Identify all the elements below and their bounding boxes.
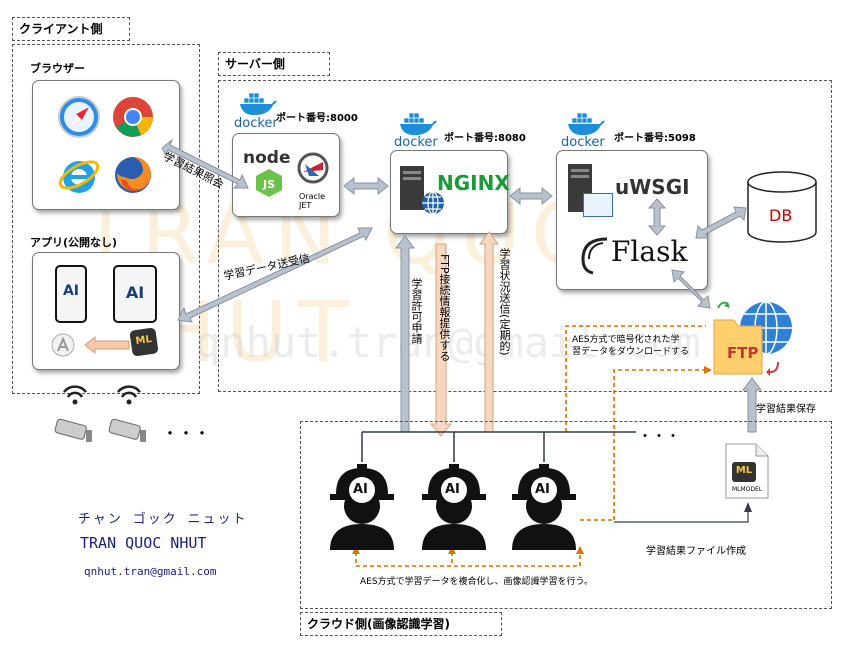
cloud-region (300, 421, 832, 609)
nodejs-hexagon-icon: JS (256, 169, 282, 197)
svg-text:JS: JS (262, 178, 275, 191)
label-permission-request: 学習許可申請 (410, 278, 423, 344)
port-8000-label: ポート番号:8000 (276, 113, 358, 124)
camera-ellipsis: ・・・ (162, 424, 211, 443)
arrow-nginx-uwsgi (509, 186, 553, 206)
tablet-icon: AI (113, 265, 157, 323)
phone-icon: AI (55, 265, 87, 323)
nginx-server-card: NGINX (390, 150, 510, 234)
docker-whale-icon-3 (568, 112, 605, 136)
worker-ai-icon-2 (422, 464, 486, 550)
arrow-flask-db (695, 206, 747, 239)
docker-whale-icon-2 (400, 112, 437, 136)
label-aes-decrypt: AES方式で学習データを複合化し、画像認識学習を行う。 (360, 577, 594, 587)
node-server-card: node JS Oracle JET (232, 133, 340, 217)
mlmodel-badge-text: ML (735, 465, 753, 476)
arrow-flask-ftp (671, 269, 711, 309)
ftp-label: FTP (727, 344, 759, 362)
safari-icon (58, 96, 100, 138)
server-tower-icon (400, 166, 424, 210)
server-label: サーバー側 (218, 52, 330, 76)
vertical-double-arrow (647, 198, 667, 236)
arrow-ftp-info (429, 243, 453, 437)
orange-arrowhead (704, 366, 712, 374)
worker-3-ai-label: AI (535, 482, 550, 497)
browser-label: ブラウザー (30, 62, 85, 75)
ftp-folder-globe-icon (713, 301, 792, 376)
database-label: DB (769, 206, 793, 225)
internet-explorer-icon (58, 160, 100, 193)
docker-whale-icon (240, 92, 277, 116)
oracle-jet-label: Oracle JET (299, 192, 326, 210)
database-icon (747, 171, 817, 243)
arrow-node-nginx (343, 176, 389, 196)
author-email: qnhut.tran@gmail.com (84, 565, 217, 578)
chrome-icon (113, 97, 153, 137)
cloud-ellipsis: ・・・ (638, 429, 680, 445)
server-region (218, 80, 832, 392)
mlmodel-caption: MLMODEL (732, 486, 763, 493)
docker-label-3: docker (561, 135, 605, 150)
firefox-icon (115, 156, 151, 193)
arrow-result-save (742, 377, 762, 433)
mlmodel-badge: ML (732, 462, 756, 482)
window-icon (583, 193, 613, 217)
uwsgi-logo-text: uWSGI (615, 175, 690, 199)
label-ftp-info: FTP接続情報提供する (438, 254, 451, 362)
node-logo-text: node (243, 148, 291, 168)
author-name-jp: チャン ゴック ニュット (78, 512, 248, 527)
docker-label-1: docker (234, 116, 278, 131)
label-result-save: 学習結果保存 (756, 404, 816, 415)
nginx-logo-text: NGINX (437, 171, 510, 195)
cloud-label: クラウド側(画像認識学習) (300, 612, 502, 636)
port-8080-label: ポート番号:8080 (444, 133, 526, 144)
tablet-ai-label: AI (125, 283, 145, 302)
worker-ai-icon-3 (512, 464, 576, 550)
app-store-arrow (84, 335, 130, 355)
phone-ai-label: AI (62, 283, 80, 299)
arrow-app-nginx (177, 227, 373, 323)
worker-2-ai-label: AI (445, 482, 460, 497)
oracle-jet-icon (297, 152, 329, 184)
orange-dashed-download-2 (613, 369, 704, 520)
browser-card (32, 80, 180, 210)
wifi-camera-icon (54, 385, 92, 442)
flask-logo-text: Flask (611, 235, 688, 268)
label-status-send: 学習状況送信(定期的) (498, 248, 511, 356)
globe-icon (422, 191, 444, 215)
client-region (12, 44, 200, 394)
app-store-icon (51, 333, 75, 357)
wifi-camera-icon-2 (108, 385, 146, 442)
label-aes-download: AES方式で暗号化された学 習データをダウンロードする (572, 335, 690, 357)
label-result-file: 学習結果ファイル作成 (646, 546, 746, 557)
arrow-browser-node (161, 138, 249, 189)
author-name-en: TRAN QUOC NHUT (80, 534, 207, 552)
orange-dashed-download (565, 325, 706, 432)
app-card: AI AI ML (32, 252, 180, 370)
docker-label-2: docker (394, 135, 438, 150)
app-label: アプリ(公開なし) (30, 236, 118, 249)
arrow-permission-request (395, 235, 415, 433)
worker-1-ai-label: AI (353, 482, 368, 497)
flask-horn-icon (581, 237, 608, 275)
arrow-status-send (479, 231, 499, 433)
worker-ai-icon-1 (330, 464, 394, 550)
port-5098-label: ポート番号:5098 (614, 133, 696, 144)
uwsgi-flask-server-card: uWSGI Flask (556, 150, 708, 290)
client-label: クライアント側 (12, 17, 130, 41)
